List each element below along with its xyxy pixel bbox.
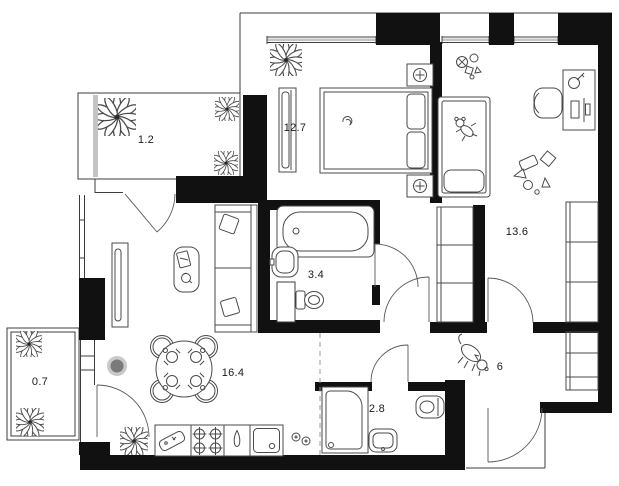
toys-icon (512, 150, 557, 195)
dog-icon (457, 333, 489, 377)
toys-icon (456, 53, 482, 80)
nightstand (406, 63, 434, 87)
bathroom-fixtures (269, 205, 375, 323)
room-label-balcony-bottom: 0.7 (31, 376, 49, 388)
toilet (415, 395, 445, 419)
single-bed (437, 96, 491, 198)
pet-bowls-icon (291, 432, 311, 446)
stove-burners (192, 427, 223, 455)
plant-icon (270, 44, 302, 76)
pouf (107, 356, 127, 376)
toilet (295, 290, 324, 310)
windows (79, 36, 559, 442)
door-bathroom (374, 243, 419, 288)
dining-set (150, 335, 218, 403)
coffee-table (173, 246, 200, 293)
room-label-bathroom: 3.4 (307, 269, 325, 281)
balcony-top-structure (77, 92, 241, 193)
kettle-icon (233, 429, 241, 448)
hallway-items (457, 331, 599, 391)
kitchen-counter (154, 424, 284, 457)
door-balcony-top (124, 193, 176, 233)
room-label-shower-room: 2.8 (368, 403, 386, 415)
plant-icon (16, 408, 44, 436)
wardrobe (278, 87, 297, 173)
room-label-living-kitchen: 16.4 (221, 367, 245, 379)
room-label-bedroom: 12.7 (283, 122, 307, 134)
kids-room-furniture (437, 53, 599, 323)
vestibule-wardrobe (436, 206, 474, 323)
door-kids-room (487, 277, 534, 324)
bedroom-furniture (270, 44, 434, 198)
cutting-board (158, 430, 186, 452)
door-shower-room (370, 344, 409, 383)
desk (562, 69, 596, 131)
shower (321, 386, 369, 454)
door-entry (487, 407, 543, 463)
door-balcony-bottom (96, 384, 150, 438)
sink (368, 428, 398, 453)
shower-room-fixtures (321, 386, 445, 454)
teddy-bear-icon (454, 116, 478, 142)
kitchen-sink (253, 428, 280, 453)
living-kitchen-furniture (107, 204, 311, 457)
sofa (214, 204, 258, 333)
sink (269, 246, 299, 278)
balcony-bottom-structure (6, 327, 80, 441)
plant-icon (120, 427, 148, 455)
double-bed (319, 87, 433, 174)
tv-stand (111, 242, 129, 328)
plant-icon (215, 97, 239, 121)
room-label-hallway: 6 (496, 361, 504, 373)
hall-shelf (565, 331, 599, 391)
door-vestibule-hall (383, 276, 430, 323)
plant-icon (98, 98, 136, 136)
room-label-kids-room: 13.6 (505, 226, 529, 238)
walls (79, 13, 612, 470)
desk-chair (533, 87, 563, 119)
bathtub (276, 205, 375, 258)
nightstand (406, 174, 434, 198)
plant-icon (214, 151, 238, 175)
doors (96, 193, 543, 463)
room-label-balcony-top: 1.2 (137, 134, 155, 146)
duct-shaft (276, 281, 296, 323)
plant-icon (16, 331, 42, 357)
kids-wardrobe (565, 201, 599, 323)
